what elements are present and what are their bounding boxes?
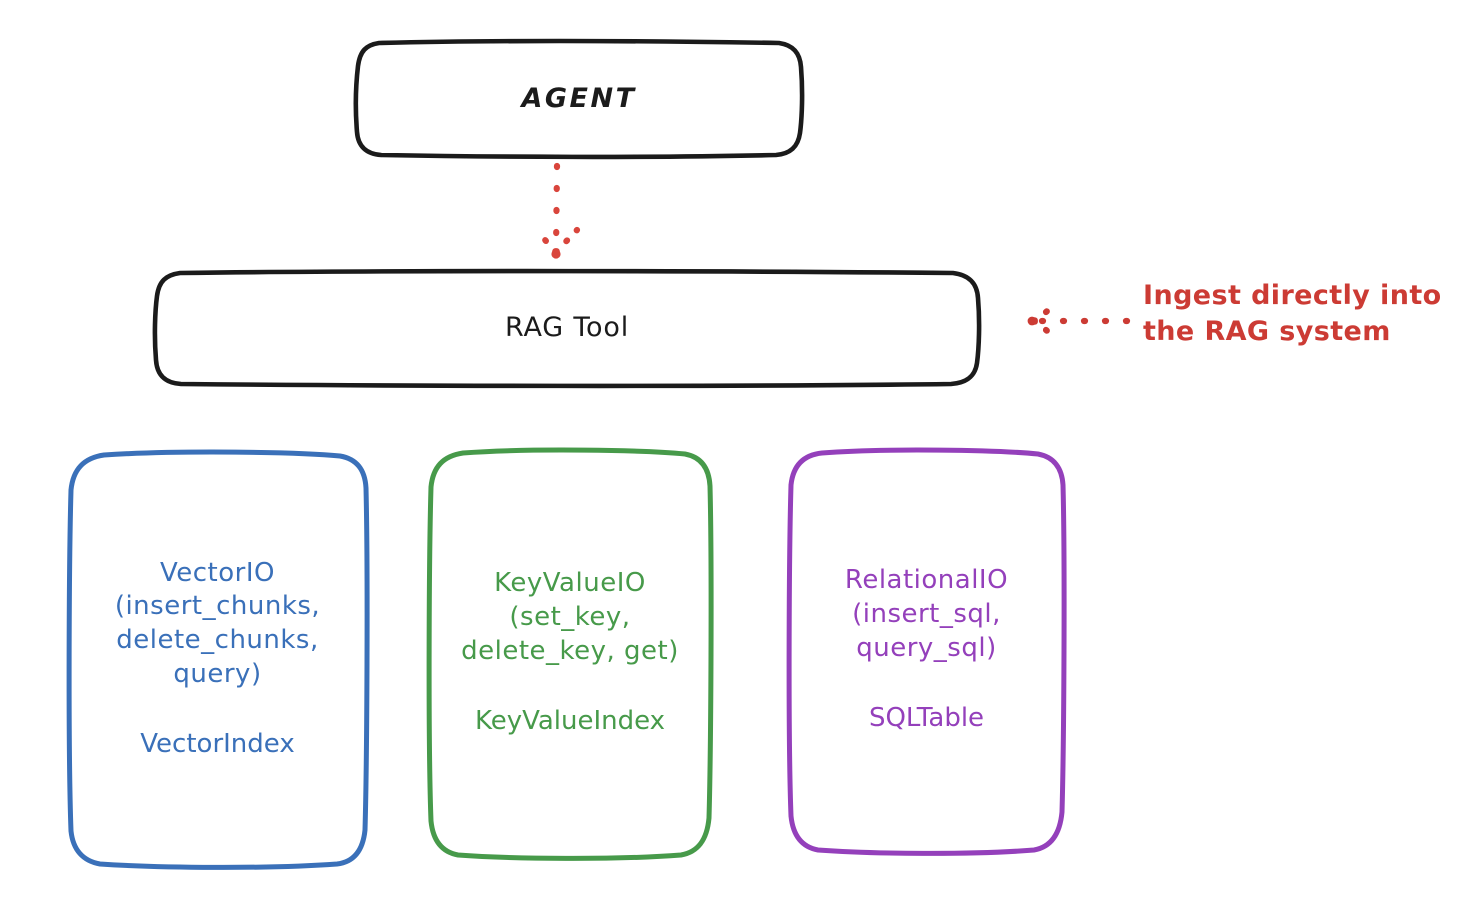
agent-to-rag-tool-connector: [532, 162, 581, 259]
sql-table-label: SQLTable: [868, 702, 985, 733]
vector-index-label: VectorIndex: [140, 728, 295, 759]
agent-node[interactable]: AGENT: [357, 42, 801, 156]
key-value-io-node[interactable]: KeyValueIO (set_key, delete_key, get) Ke…: [429, 450, 711, 856]
ingest-annotation-text: Ingest directly into the RAG system: [1143, 280, 1442, 347]
agent-label: AGENT: [521, 82, 637, 114]
vector-io-box-outline: [66, 449, 370, 870]
vector-io-label: VectorIO (insert_chunks, delete_chunks, …: [114, 557, 321, 689]
agent-box-outline: [353, 38, 805, 160]
key-value-io-box-outline: [426, 447, 714, 861]
rag-tool-node[interactable]: RAG Tool: [156, 272, 978, 384]
key-value-io-label: KeyValueIO (set_key, delete_key, get): [461, 568, 679, 666]
relational-io-label: RelationalIO (insert_sql, query_sql): [844, 565, 1009, 663]
rag-tool-box-outline: [152, 268, 982, 389]
relational-io-node[interactable]: RelationalIO (insert_sql, query_sql) SQL…: [789, 450, 1064, 850]
key-value-index-label: KeyValueIndex: [474, 705, 666, 736]
rag-tool-label: RAG Tool: [504, 311, 629, 343]
vector-io-node[interactable]: VectorIO (insert_chunks, delete_chunks, …: [68, 452, 367, 866]
relational-io-box-outline: [786, 447, 1067, 856]
ingest-to-rag-tool-connector: [1027, 299, 1131, 343]
